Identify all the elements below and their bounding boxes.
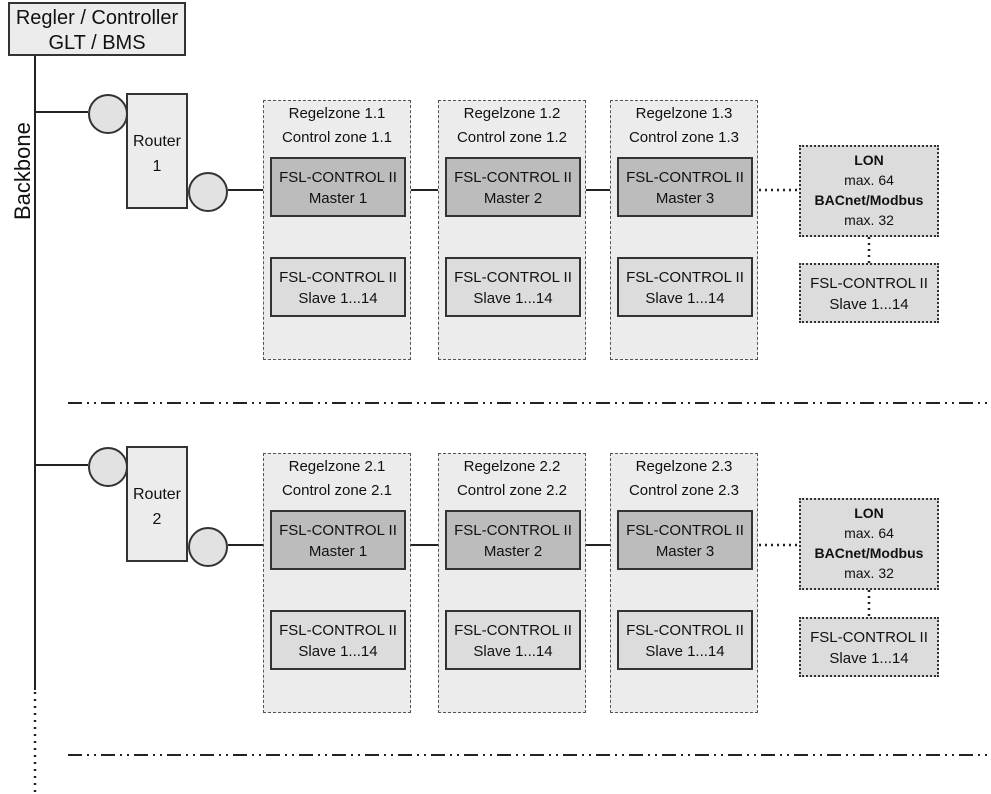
zone-1-3-slave-role: Slave 1...14 bbox=[645, 290, 725, 307]
control-zone-2-2: Regelzone 2.2 Control zone 2.2 FSL-CONTR… bbox=[438, 453, 586, 713]
controller-box: Regler / Controller GLT / BMS bbox=[8, 2, 186, 56]
zone-1-1-slave-model: FSL-CONTROL II bbox=[279, 269, 397, 286]
zone-2-2-master-unit: FSL-CONTROL II Master 2 bbox=[445, 510, 581, 570]
control-zone-2-3: Regelzone 2.3 Control zone 2.3 FSL-CONTR… bbox=[610, 453, 758, 713]
protocol-box-1: LON max. 64 BACnet/Modbus max. 32 bbox=[799, 145, 939, 237]
control-zone-1-1: Regelzone 1.1 Control zone 1.1 FSL-CONTR… bbox=[263, 100, 411, 360]
zone-2-1-master-model: FSL-CONTROL II bbox=[279, 522, 397, 539]
router-1-label: Router bbox=[132, 133, 182, 150]
protocol-1-lon-max: max. 64 bbox=[844, 172, 894, 188]
zone-1-1-slave-unit: FSL-CONTROL II Slave 1...14 bbox=[270, 257, 406, 317]
zone-2-3-title-en: Control zone 2.3 bbox=[628, 482, 740, 499]
extension-slave-1: FSL-CONTROL II Slave 1...14 bbox=[799, 263, 939, 323]
protocol-2-lon-max: max. 64 bbox=[844, 525, 894, 541]
zone-2-1-title-de: Regelzone 2.1 bbox=[288, 458, 386, 475]
protocol-box-2: LON max. 64 BACnet/Modbus max. 32 bbox=[799, 498, 939, 590]
zone-1-1-title-de: Regelzone 1.1 bbox=[288, 105, 386, 122]
zone-1-2-slave-role: Slave 1...14 bbox=[473, 290, 553, 307]
extension-slave-2-model: FSL-CONTROL II bbox=[810, 629, 928, 646]
router-2-number: 2 bbox=[152, 511, 162, 528]
protocol-2-bacnet-label: BACnet/Modbus bbox=[814, 545, 924, 561]
zone-2-2-slave-unit: FSL-CONTROL II Slave 1...14 bbox=[445, 610, 581, 670]
zone-2-2-slave-model: FSL-CONTROL II bbox=[454, 622, 572, 639]
zone-2-3-title-de: Regelzone 2.3 bbox=[635, 458, 733, 475]
zone-1-3-title-en: Control zone 1.3 bbox=[628, 129, 740, 146]
router-1-output-node bbox=[188, 172, 228, 212]
zone-1-2-master-model: FSL-CONTROL II bbox=[454, 169, 572, 186]
controller-subtitle: GLT / BMS bbox=[48, 32, 146, 54]
zone-1-1-slave-role: Slave 1...14 bbox=[298, 290, 378, 307]
router-2-output-node bbox=[188, 527, 228, 567]
control-zone-2-1: Regelzone 2.1 Control zone 2.1 FSL-CONTR… bbox=[263, 453, 411, 713]
zone-2-3-slave-role: Slave 1...14 bbox=[645, 643, 725, 660]
zone-1-2-slave-unit: FSL-CONTROL II Slave 1...14 bbox=[445, 257, 581, 317]
protocol-1-lon-label: LON bbox=[854, 152, 884, 168]
zone-2-1-slave-unit: FSL-CONTROL II Slave 1...14 bbox=[270, 610, 406, 670]
zone-2-1-title-en: Control zone 2.1 bbox=[281, 482, 393, 499]
zone-2-2-slave-role: Slave 1...14 bbox=[473, 643, 553, 660]
zone-1-3-master-model: FSL-CONTROL II bbox=[626, 169, 744, 186]
zone-2-1-master-unit: FSL-CONTROL II Master 1 bbox=[270, 510, 406, 570]
zone-1-2-slave-model: FSL-CONTROL II bbox=[454, 269, 572, 286]
zone-2-1-master-role: Master 1 bbox=[308, 543, 368, 560]
controller-title: Regler / Controller bbox=[15, 7, 179, 29]
zone-1-1-master-role: Master 1 bbox=[308, 190, 368, 207]
zone-2-1-slave-role: Slave 1...14 bbox=[298, 643, 378, 660]
extension-slave-2-role: Slave 1...14 bbox=[829, 650, 909, 667]
zone-1-2-master-unit: FSL-CONTROL II Master 2 bbox=[445, 157, 581, 217]
router-2-input-node bbox=[88, 447, 128, 487]
protocol-1-bacnet-label: BACnet/Modbus bbox=[814, 192, 924, 208]
zone-1-2-master-role: Master 2 bbox=[483, 190, 543, 207]
zone-2-2-master-model: FSL-CONTROL II bbox=[454, 522, 572, 539]
zone-2-2-master-role: Master 2 bbox=[483, 543, 543, 560]
extension-slave-1-role: Slave 1...14 bbox=[829, 296, 909, 313]
zone-2-3-master-role: Master 3 bbox=[655, 543, 715, 560]
zone-1-1-master-model: FSL-CONTROL II bbox=[279, 169, 397, 186]
control-zone-1-2: Regelzone 1.2 Control zone 1.2 FSL-CONTR… bbox=[438, 100, 586, 360]
zone-2-3-slave-unit: FSL-CONTROL II Slave 1...14 bbox=[617, 610, 753, 670]
router-1-input-node bbox=[88, 94, 128, 134]
zone-1-3-slave-model: FSL-CONTROL II bbox=[626, 269, 744, 286]
zone-1-2-title-en: Control zone 1.2 bbox=[456, 129, 568, 146]
backbone-label: Backbone bbox=[10, 122, 35, 220]
control-zone-1-3: Regelzone 1.3 Control zone 1.3 FSL-CONTR… bbox=[610, 100, 758, 360]
protocol-1-bacnet-max: max. 32 bbox=[844, 212, 894, 228]
zone-2-3-master-model: FSL-CONTROL II bbox=[626, 522, 744, 539]
extension-slave-2: FSL-CONTROL II Slave 1...14 bbox=[799, 617, 939, 677]
protocol-2-bacnet-max: max. 32 bbox=[844, 565, 894, 581]
protocol-2-lon-label: LON bbox=[854, 505, 884, 521]
extension-slave-1-model: FSL-CONTROL II bbox=[810, 275, 928, 292]
zone-1-1-title-en: Control zone 1.1 bbox=[281, 129, 393, 146]
zone-1-3-title-de: Regelzone 1.3 bbox=[635, 105, 733, 122]
zone-2-3-master-unit: FSL-CONTROL II Master 3 bbox=[617, 510, 753, 570]
router-1-box: Router 1 bbox=[126, 93, 188, 209]
zone-1-1-master-unit: FSL-CONTROL II Master 1 bbox=[270, 157, 406, 217]
zone-2-2-title-de: Regelzone 2.2 bbox=[463, 458, 561, 475]
zone-2-3-slave-model: FSL-CONTROL II bbox=[626, 622, 744, 639]
zone-1-2-title-de: Regelzone 1.2 bbox=[463, 105, 561, 122]
router-2-label: Router bbox=[132, 486, 182, 503]
router-2-box: Router 2 bbox=[126, 446, 188, 562]
zone-1-3-master-role: Master 3 bbox=[655, 190, 715, 207]
zone-1-3-slave-unit: FSL-CONTROL II Slave 1...14 bbox=[617, 257, 753, 317]
zone-2-1-slave-model: FSL-CONTROL II bbox=[279, 622, 397, 639]
zone-1-3-master-unit: FSL-CONTROL II Master 3 bbox=[617, 157, 753, 217]
zone-2-2-title-en: Control zone 2.2 bbox=[456, 482, 568, 499]
router-1-number: 1 bbox=[152, 158, 162, 175]
